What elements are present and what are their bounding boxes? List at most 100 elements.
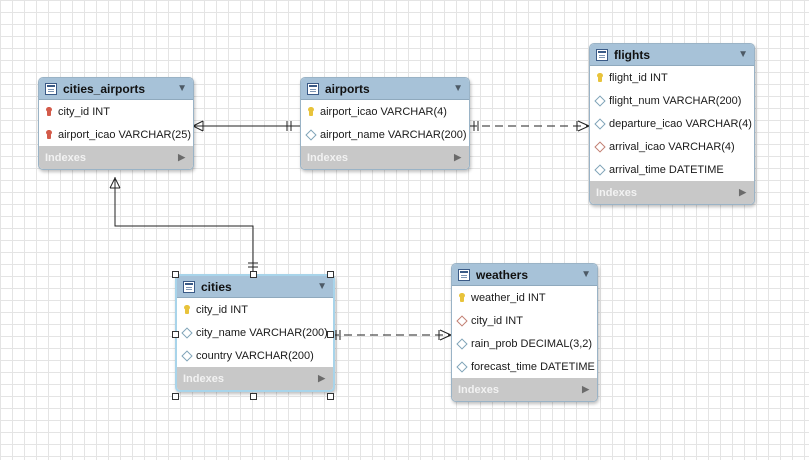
resize-handle-right[interactable]: [327, 331, 334, 338]
table-airports[interactable]: airports ▼ airport_icao VARCHAR(4) airpo…: [300, 77, 470, 170]
column-row[interactable]: flight_id INT: [590, 66, 754, 89]
relationship-cities-weathers[interactable]: [331, 329, 452, 341]
column-diamond-icon: [304, 128, 317, 141]
column-label: flight_id INT: [609, 71, 668, 84]
relationship-airports-flights[interactable]: [469, 120, 590, 132]
column-diamond-icon: [180, 349, 193, 362]
column-label: city_id INT: [471, 314, 523, 327]
column-row[interactable]: weather_id INT: [452, 286, 597, 309]
expand-arrow-icon[interactable]: ▶: [178, 152, 185, 162]
expand-arrow-icon[interactable]: ▶: [582, 384, 589, 394]
column-label: city_id INT: [196, 303, 248, 316]
foreign-key-diamond-icon: [455, 314, 468, 327]
table-cities-airports[interactable]: cities_airports ▼ city_id INT airport_ic…: [38, 77, 194, 170]
column-row[interactable]: arrival_icao VARCHAR(4): [590, 135, 754, 158]
indexes-section[interactable]: Indexes ▶: [39, 146, 193, 169]
expand-arrow-icon[interactable]: ▶: [739, 187, 746, 197]
column-row[interactable]: rain_prob DECIMAL(3,2): [452, 332, 597, 355]
table-weathers[interactable]: weathers ▼ weather_id INT city_id INT ra…: [451, 263, 598, 402]
column-diamond-icon: [593, 117, 606, 130]
indexes-section[interactable]: Indexes ▶: [177, 367, 333, 390]
column-row[interactable]: country VARCHAR(200): [177, 344, 333, 367]
column-diamond-icon: [180, 326, 193, 339]
column-label: city_id INT: [58, 105, 110, 118]
table-name: airports: [325, 81, 370, 96]
primary-key-icon: [306, 107, 315, 116]
table-name: flights: [614, 47, 650, 62]
resize-handle-top-left[interactable]: [172, 271, 179, 278]
collapse-caret-icon[interactable]: ▼: [177, 83, 187, 94]
table-icon: [45, 82, 57, 95]
expand-arrow-icon[interactable]: ▶: [318, 373, 325, 383]
indexes-label: Indexes: [307, 151, 348, 164]
column-row[interactable]: city_id INT: [39, 100, 193, 123]
expand-arrow-icon[interactable]: ▶: [454, 152, 461, 162]
column-row[interactable]: airport_icao VARCHAR(25): [39, 123, 193, 146]
column-label: forecast_time DATETIME: [471, 360, 595, 373]
table-name: cities: [201, 279, 232, 294]
table-header[interactable]: airports ▼: [301, 78, 469, 100]
column-row[interactable]: airport_name VARCHAR(200): [301, 123, 469, 146]
indexes-section[interactable]: Indexes ▶: [452, 378, 597, 401]
column-label: flight_num VARCHAR(200): [609, 94, 742, 107]
indexes-label: Indexes: [45, 151, 86, 164]
column-label: country VARCHAR(200): [196, 349, 314, 362]
column-row[interactable]: city_name VARCHAR(200): [177, 321, 333, 344]
column-row[interactable]: airport_icao VARCHAR(4): [301, 100, 469, 123]
indexes-label: Indexes: [458, 383, 499, 396]
table-name: cities_airports: [63, 81, 146, 96]
foreign-primary-key-icon: [44, 130, 53, 139]
column-diamond-icon: [455, 360, 468, 373]
table-icon: [596, 48, 608, 61]
relationship-cities-airports-airports[interactable]: [192, 120, 300, 132]
indexes-section[interactable]: Indexes ▶: [590, 181, 754, 204]
table-name: weathers: [476, 267, 529, 282]
table-icon: [183, 280, 195, 293]
resize-handle-bottom-left[interactable]: [172, 393, 179, 400]
column-row[interactable]: city_id INT: [452, 309, 597, 332]
resize-handle-top[interactable]: [250, 271, 257, 278]
table-header[interactable]: cities ▼: [177, 276, 333, 298]
foreign-primary-key-icon: [44, 107, 53, 116]
primary-key-icon: [457, 293, 466, 302]
column-diamond-icon: [455, 337, 468, 350]
table-header[interactable]: cities_airports ▼: [39, 78, 193, 100]
collapse-caret-icon[interactable]: ▼: [738, 49, 748, 60]
table-header[interactable]: flights ▼: [590, 44, 754, 66]
indexes-label: Indexes: [596, 186, 637, 199]
resize-handle-left[interactable]: [172, 331, 179, 338]
column-row[interactable]: city_id INT: [177, 298, 333, 321]
column-label: arrival_time DATETIME: [609, 163, 724, 176]
relationship-cities-airports-cities[interactable]: [109, 177, 258, 274]
column-label: departure_icao VARCHAR(4): [609, 117, 752, 130]
column-label: city_name VARCHAR(200): [196, 326, 328, 339]
primary-key-icon: [595, 73, 604, 82]
table-flights[interactable]: flights ▼ flight_id INT flight_num VARCH…: [589, 43, 755, 205]
column-label: weather_id INT: [471, 291, 546, 304]
table-icon: [458, 268, 470, 281]
resize-handle-bottom[interactable]: [250, 393, 257, 400]
primary-key-icon: [182, 305, 191, 314]
table-icon: [307, 82, 319, 95]
column-label: airport_icao VARCHAR(25): [58, 128, 192, 141]
table-header[interactable]: weathers ▼: [452, 264, 597, 286]
column-label: airport_name VARCHAR(200): [320, 128, 467, 141]
indexes-section[interactable]: Indexes ▶: [301, 146, 469, 169]
column-row[interactable]: forecast_time DATETIME: [452, 355, 597, 378]
foreign-key-diamond-icon: [593, 140, 606, 153]
resize-handle-bottom-right[interactable]: [327, 393, 334, 400]
column-row[interactable]: departure_icao VARCHAR(4): [590, 112, 754, 135]
column-diamond-icon: [593, 94, 606, 107]
table-cities[interactable]: cities ▼ city_id INT city_name VARCHAR(2…: [175, 274, 335, 392]
column-diamond-icon: [593, 163, 606, 176]
column-row[interactable]: flight_num VARCHAR(200): [590, 89, 754, 112]
column-label: rain_prob DECIMAL(3,2): [471, 337, 593, 350]
collapse-caret-icon[interactable]: ▼: [317, 281, 327, 292]
collapse-caret-icon[interactable]: ▼: [581, 269, 591, 280]
column-label: airport_icao VARCHAR(4): [320, 105, 447, 118]
column-label: arrival_icao VARCHAR(4): [609, 140, 735, 153]
resize-handle-top-right[interactable]: [327, 271, 334, 278]
collapse-caret-icon[interactable]: ▼: [453, 83, 463, 94]
column-row[interactable]: arrival_time DATETIME: [590, 158, 754, 181]
